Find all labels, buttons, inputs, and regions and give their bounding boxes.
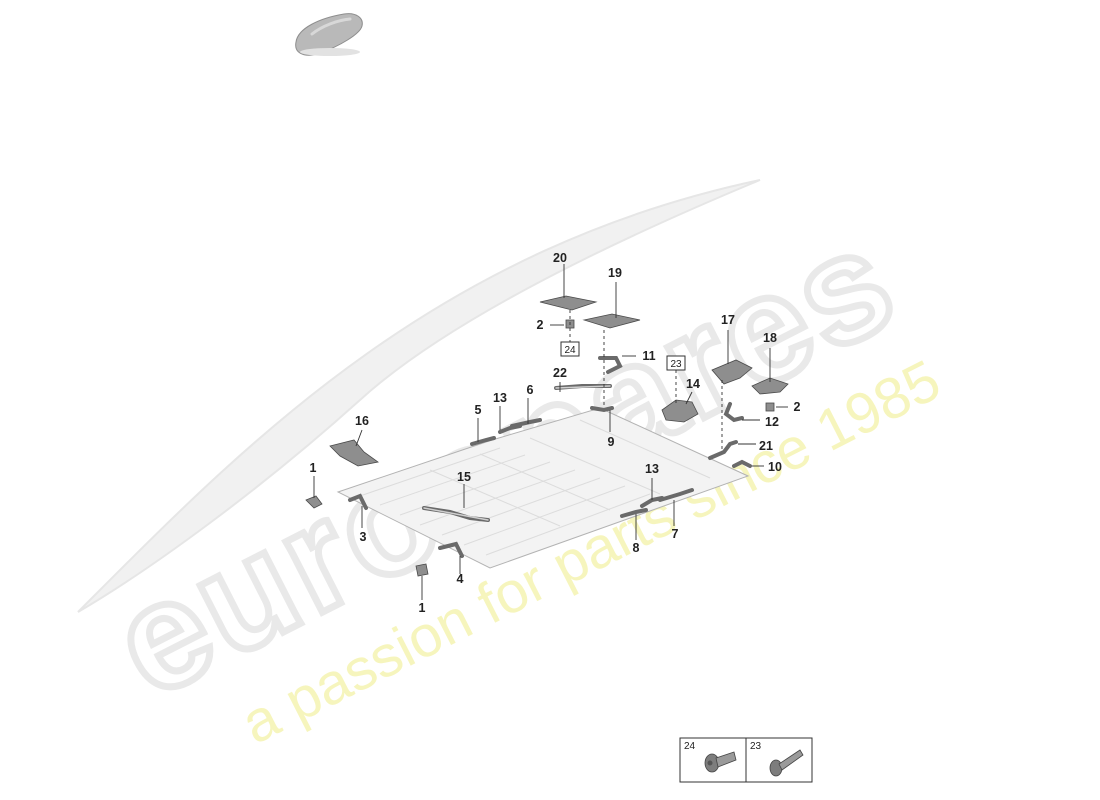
clip-1-upper: [305, 495, 323, 509]
tube-5: [470, 436, 496, 446]
boxed-callout-23-label: 23: [670, 359, 682, 370]
bolt-23-icon: [769, 749, 804, 777]
clip-11: [598, 356, 623, 374]
callout-3[interactable]: 3: [360, 530, 367, 544]
legend-cell-23[interactable]: 23: [750, 741, 804, 777]
callout-15[interactable]: 15: [457, 470, 471, 484]
tube-7: [658, 488, 694, 502]
bracket-19: [582, 313, 641, 329]
callout-labels: 20 19 2 11 22 9 17 18 14 2 12 21 10 13 1…: [310, 251, 801, 615]
callout-17[interactable]: 17: [721, 313, 735, 327]
boxed-callouts: 24 23: [560, 341, 686, 371]
tube-9: [590, 406, 614, 413]
watermark-swoosh: [77, 179, 761, 613]
callout-2-right[interactable]: 2: [794, 400, 801, 414]
tube-10: [732, 459, 752, 468]
boxed-callout-23[interactable]: 23: [666, 355, 686, 371]
boxed-callout-24-label: 24: [564, 345, 576, 356]
vehicle-thumbnail: [295, 13, 363, 56]
legend-cell-24[interactable]: 24: [684, 741, 737, 773]
callout-18[interactable]: 18: [763, 331, 777, 345]
boxed-callout-24[interactable]: 24: [560, 341, 580, 357]
callout-16[interactable]: 16: [355, 414, 369, 428]
bracket-20: [539, 295, 598, 311]
bracket-18: [751, 377, 789, 395]
legend-label-23: 23: [750, 741, 762, 752]
bolt-24-icon: [704, 751, 737, 773]
tube-6: [510, 418, 542, 428]
callout-12[interactable]: 12: [765, 415, 779, 429]
callout-4[interactable]: 4: [457, 572, 464, 586]
callout-14[interactable]: 14: [686, 377, 700, 391]
callout-2-upper[interactable]: 2: [537, 318, 544, 332]
nut-2-right: [765, 402, 775, 412]
callout-5[interactable]: 5: [475, 403, 482, 417]
clip-3: [348, 493, 368, 510]
fastener-legend: 24 23: [679, 737, 813, 783]
callout-7[interactable]: 7: [672, 527, 679, 541]
callout-8[interactable]: 8: [633, 541, 640, 555]
tube-21: [708, 440, 738, 460]
clip-1-lower: [415, 563, 429, 577]
callout-13-upper[interactable]: 13: [493, 391, 507, 405]
callout-9[interactable]: 9: [608, 435, 615, 449]
callout-11[interactable]: 11: [642, 349, 655, 363]
callout-13-lower[interactable]: 13: [645, 462, 659, 476]
callout-19[interactable]: 19: [608, 266, 622, 280]
clip-4: [438, 541, 464, 558]
callout-10[interactable]: 10: [768, 460, 782, 474]
callout-1-lower[interactable]: 1: [419, 601, 426, 615]
callout-6[interactable]: 6: [527, 383, 534, 397]
callout-20[interactable]: 20: [553, 251, 567, 265]
callout-1-upper[interactable]: 1: [310, 461, 317, 475]
tube-8: [620, 508, 648, 518]
callout-21[interactable]: 21: [759, 439, 773, 453]
leader-lines: [313, 264, 788, 600]
clip-12: [723, 402, 744, 423]
legend-label-24: 24: [684, 741, 696, 752]
bracket-16: [329, 439, 379, 467]
callout-22[interactable]: 22: [553, 366, 567, 380]
